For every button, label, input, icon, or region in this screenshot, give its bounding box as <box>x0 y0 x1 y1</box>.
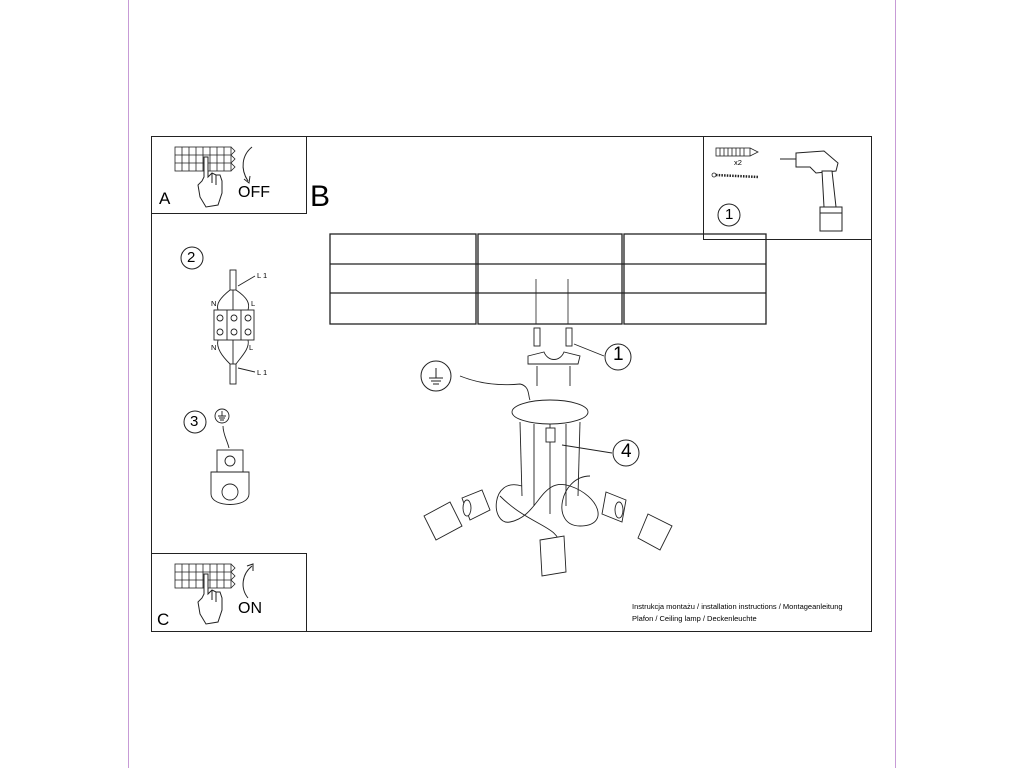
drill-icon <box>780 150 843 232</box>
lamp-shade-right <box>637 513 673 551</box>
caption-line-2: Plafon / Ceiling lamp / Deckenleuchte <box>632 614 757 623</box>
panel-a-letter: A <box>159 189 171 208</box>
wall-anchor-icon <box>711 147 759 179</box>
canopy <box>511 399 589 425</box>
callout-4-number: 4 <box>621 441 632 462</box>
step-3-number: 3 <box>190 413 199 430</box>
page-frame-right <box>895 0 896 768</box>
lamp-shade-right-2 <box>601 491 627 523</box>
wire-label-n-top: N <box>211 299 217 308</box>
wire-label-l1-top: L 1 <box>257 271 268 280</box>
callout-1-pointer <box>573 343 632 371</box>
panel-c-power-on: C ON <box>151 553 307 632</box>
rotate-arrow-icon <box>242 563 254 599</box>
anchor-count: x2 <box>734 158 742 167</box>
callout-4-pointer <box>561 439 640 467</box>
page-frame-left <box>128 0 129 768</box>
rotate-arrow-icon <box>242 146 253 184</box>
callout-1-number: 1 <box>613 344 624 365</box>
lamp-shade-left <box>423 501 463 541</box>
ground-connector-diagram <box>210 408 250 505</box>
panel-step-1-mounting: x2 1 <box>703 136 872 240</box>
ceiling-surface <box>329 233 767 325</box>
mounting-bracket <box>527 351 581 365</box>
ground-symbol-callout <box>420 360 452 392</box>
step-2-badge <box>180 246 204 270</box>
ceiling-lamp-diagram <box>423 327 673 577</box>
terminal-strip-icon <box>174 563 254 625</box>
step-2-number: 2 <box>187 249 196 266</box>
caption-line-1: Instrukcja montażu / installation instru… <box>632 602 843 611</box>
terminal-strip-icon <box>174 146 253 208</box>
lamp-shade-center <box>539 535 567 577</box>
instruction-sheet <box>151 136 872 632</box>
wire-label-l1-bottom: L 1 <box>257 368 268 377</box>
panel-c-letter: C <box>157 610 170 629</box>
hand-icon <box>197 573 223 625</box>
step-3-badge <box>183 410 207 434</box>
wire-label-l-top: L <box>251 299 256 308</box>
hand-icon <box>197 156 223 208</box>
wire-label-l-bottom: L <box>249 343 254 352</box>
bulb <box>545 427 556 443</box>
on-label: ON <box>238 600 262 617</box>
panel-b-letter: B <box>310 180 331 213</box>
panel-a-power-off: A OFF <box>151 136 307 214</box>
step-1-number: 1 <box>725 206 734 223</box>
off-label: OFF <box>238 184 270 201</box>
step-1-badge <box>717 203 741 227</box>
wire-label-n-bottom: N <box>211 343 217 352</box>
lamp-shade-left-2 <box>461 489 491 521</box>
terminal-block-wiring-diagram <box>213 269 256 385</box>
